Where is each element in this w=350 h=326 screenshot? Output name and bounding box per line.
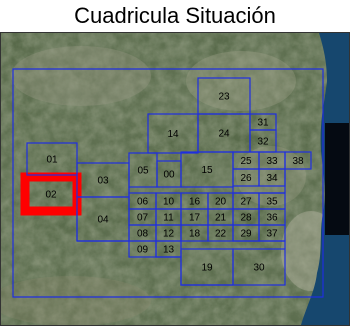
cell-label-24: 24	[218, 129, 230, 140]
cell-label-36: 36	[266, 213, 278, 224]
cell-label-15: 15	[201, 165, 213, 176]
cell-label-10: 10	[163, 197, 175, 208]
cell-label-03: 03	[97, 176, 109, 187]
cell-label-26: 26	[240, 173, 252, 184]
cell-label-38: 38	[292, 156, 304, 167]
satellite-map: 23 31 32 14 24 01 05 00 15 25 33 38 26 34 03 02 06 10 16 20…	[0, 32, 350, 326]
cell-label-18: 18	[189, 229, 201, 240]
cell-label-35: 35	[266, 197, 278, 208]
grid-line	[233, 240, 286, 249]
cell-label-07: 07	[137, 213, 149, 224]
cell-label-00: 00	[163, 170, 175, 181]
cell-label-11: 11	[163, 213, 174, 224]
cell-label-17: 17	[189, 213, 201, 224]
cell-label-34: 34	[266, 173, 278, 184]
cell-label-37: 37	[266, 229, 278, 240]
outer-boundary	[12, 68, 324, 298]
cell-label-02: 02	[45, 190, 57, 201]
grid-cell-01	[26, 142, 78, 176]
cell-label-14: 14	[167, 129, 179, 140]
cell-label-23: 23	[218, 92, 230, 103]
grid-cell-38	[284, 151, 312, 170]
cell-label-27: 27	[240, 197, 252, 208]
cell-label-04: 04	[97, 215, 109, 226]
cell-label-05: 05	[137, 166, 149, 177]
cell-label-28: 28	[240, 213, 252, 224]
dark-sea-strip	[325, 123, 349, 235]
cell-label-22: 22	[215, 229, 227, 240]
cell-label-33: 33	[266, 156, 278, 167]
grid-line	[232, 186, 285, 194]
cell-label-01: 01	[46, 155, 58, 166]
map-canvas: 23 31 32 14 24 01 05 00 15 25 33 38 26 34 03 02 06 10 16 20…	[1, 33, 349, 325]
grid-boundary	[12, 68, 324, 298]
cell-label-13: 13	[163, 245, 175, 256]
cell-label-19: 19	[201, 263, 213, 274]
grid-cell-30	[232, 248, 286, 286]
cell-label-16: 16	[189, 197, 201, 208]
cell-label-30: 30	[253, 263, 265, 274]
cell-label-08: 08	[137, 229, 149, 240]
cell-label-32: 32	[257, 137, 269, 148]
cell-label-31: 31	[257, 118, 269, 129]
cell-label-20: 20	[215, 197, 227, 208]
cell-label-12: 12	[163, 229, 175, 240]
cell-label-21: 21	[215, 213, 227, 224]
grid-line	[156, 256, 233, 286]
cell-label-25: 25	[240, 156, 252, 167]
map-title: Cuadricula Situación	[74, 3, 276, 28]
cell-label-06: 06	[137, 197, 149, 208]
cell-label-09: 09	[137, 245, 149, 256]
cell-label-29: 29	[240, 229, 252, 240]
